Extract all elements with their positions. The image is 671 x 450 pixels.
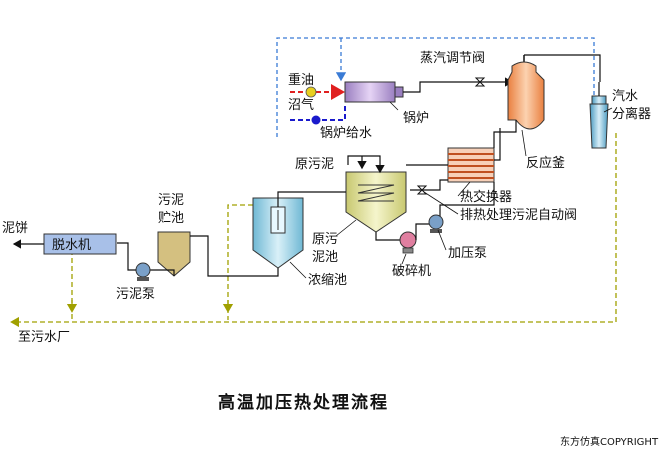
sludge-pump	[135, 262, 151, 281]
thickener-to-storage-pipe	[190, 235, 279, 277]
reactor-vessel	[507, 55, 545, 130]
biogas-marker	[305, 86, 317, 98]
steam-dashed-loop	[276, 37, 595, 137]
label-auto-valve: 排热处理污泥自动阀	[460, 208, 577, 223]
diagram-title: 高温加压热处理流程	[218, 392, 389, 413]
feed-water-marker	[311, 115, 321, 125]
heat-exchanger	[447, 147, 495, 183]
label-dewatering: 脱水机	[52, 238, 91, 253]
label-to-wwtp: 至污水厂	[18, 330, 70, 345]
exchanger-outlet-pipe	[410, 179, 448, 191]
label-separator-1: 汽水	[612, 89, 638, 104]
label-boiler-feed-water: 锅炉给水	[320, 125, 372, 141]
label-raw-sludge-in: 原污泥	[295, 157, 334, 172]
thickener-to-raw-tank-pipe	[277, 191, 346, 207]
raw-sludge-tank	[345, 171, 407, 233]
raw-sludge-inlet-pipe	[347, 155, 385, 174]
label-crusher: 破碎机	[392, 264, 431, 279]
pump-to-dewatering-pipe	[117, 242, 136, 271]
reactor-to-separator-pipe	[524, 54, 601, 82]
tank-to-crusher-pipe	[375, 232, 400, 241]
leader-lines	[289, 101, 613, 279]
label-heat-exchanger: 热交换器	[460, 189, 512, 205]
crusher	[399, 231, 417, 254]
label-sludge-pump: 污泥泵	[116, 287, 155, 302]
label-thickener: 浓缩池	[308, 272, 347, 288]
pressure-pump	[428, 214, 444, 233]
label-storage-1: 污泥	[158, 193, 184, 208]
label-raw-tank-2: 泥池	[312, 250, 338, 265]
label-biogas: 沼气	[288, 97, 314, 113]
crusher-to-pump-pipe	[415, 223, 430, 240]
sludge-storage-tank	[157, 231, 191, 277]
fuel-inlets	[290, 84, 346, 125]
steam-pipe	[403, 77, 514, 93]
label-raw-tank-1: 原污	[312, 232, 338, 247]
label-reactor: 反应釜	[526, 155, 565, 171]
label-steam-valve: 蒸汽调节阀	[420, 51, 485, 66]
steam-water-separator	[589, 82, 609, 149]
label-separator-2: 分离器	[612, 106, 651, 122]
overflow-dashed-lines	[10, 133, 617, 328]
pump-to-exchanger-pipe	[439, 182, 495, 218]
steam-control-valve	[474, 77, 486, 87]
thickener-tank	[252, 197, 304, 269]
copyright-note: 东方仿真COPYRIGHT	[560, 435, 659, 448]
reactor-exchanger-pipes	[493, 120, 517, 161]
storage-to-pump-pipe	[150, 269, 175, 276]
label-pressure-pump: 加压泵	[448, 246, 487, 261]
boiler	[344, 81, 404, 103]
label-heavy-oil: 重油	[288, 72, 314, 88]
label-boiler: 锅炉	[403, 110, 429, 126]
label-storage-2: 贮池	[158, 211, 184, 226]
label-sludge-cake: 泥饼	[2, 221, 28, 236]
